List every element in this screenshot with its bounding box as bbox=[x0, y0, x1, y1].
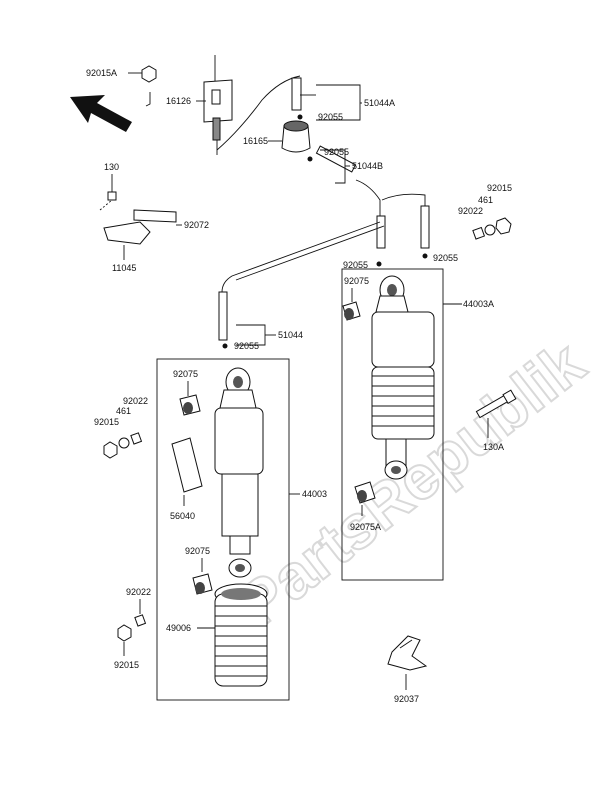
hose-upper bbox=[216, 75, 301, 151]
label-44003a: 44003A bbox=[463, 299, 494, 309]
guard-92037 bbox=[387, 635, 428, 671]
shock-r-top-eye-hole bbox=[387, 284, 397, 296]
front-direction-arrow bbox=[70, 95, 132, 132]
label-16126: 16126 bbox=[166, 96, 191, 106]
boot-49006 bbox=[214, 583, 268, 687]
shock-l-top-eye-hole bbox=[233, 376, 243, 388]
shock-l-lower-body bbox=[221, 473, 259, 537]
label-92055-e: 92055 bbox=[234, 341, 259, 351]
shock-r-bottom-eye-hole bbox=[391, 466, 401, 474]
hose-long bbox=[221, 221, 381, 293]
hose-fitting-left bbox=[376, 215, 386, 249]
reservoir-16165 bbox=[281, 125, 311, 153]
hose-long-2 bbox=[235, 225, 385, 281]
washer-92022-l bbox=[130, 432, 143, 445]
bushing-92075a-hole bbox=[357, 490, 367, 502]
label-461-l: 461 bbox=[116, 406, 131, 416]
label-92015-r: 92015 bbox=[487, 183, 512, 193]
label-92015-b: 92015 bbox=[114, 660, 139, 670]
label-51044b: 51044B bbox=[352, 161, 383, 171]
label-92015a: 92015A bbox=[86, 68, 117, 78]
shock-l-bottom-eye-hole bbox=[235, 564, 245, 572]
bushing-92075-l2-hole bbox=[195, 582, 205, 594]
label-11045: 11045 bbox=[112, 263, 136, 273]
label-92072: 92072 bbox=[184, 220, 209, 230]
label-92022-b: 92022 bbox=[126, 587, 151, 597]
label-461-r: 461 bbox=[478, 195, 493, 205]
nut-92015-l bbox=[103, 441, 118, 459]
nut-92015a bbox=[141, 65, 157, 83]
label-92022-r: 92022 bbox=[458, 206, 483, 216]
reservoir-cap bbox=[283, 120, 309, 132]
label-92022-l: 92022 bbox=[123, 396, 148, 406]
washer-92022-r bbox=[472, 226, 486, 240]
shock-l-rod-end bbox=[229, 535, 251, 555]
label-51044a: 51044A bbox=[364, 98, 395, 108]
bracket-line bbox=[145, 92, 151, 107]
bolt-130 bbox=[107, 191, 117, 201]
hose-51044 bbox=[218, 291, 228, 341]
label-49006: 49006 bbox=[166, 623, 191, 633]
label-92015-l: 92015 bbox=[94, 417, 119, 427]
washer-92055-c bbox=[376, 261, 382, 267]
shock-r-boot bbox=[371, 366, 435, 440]
label-92075-l2: 92075 bbox=[185, 546, 210, 556]
shock-l-upper-body bbox=[214, 407, 264, 475]
label-92055-d: 92055 bbox=[433, 253, 458, 263]
bolt-130a bbox=[475, 389, 517, 419]
bracket-11045 bbox=[103, 221, 151, 245]
label-130: 130 bbox=[104, 162, 119, 172]
label-92075-l: 92075 bbox=[173, 369, 198, 379]
washer-461-l bbox=[118, 437, 130, 449]
label-56040: 56040 bbox=[170, 511, 195, 521]
hose-to-split bbox=[355, 179, 381, 220]
washer-92055-a bbox=[297, 114, 303, 120]
label-16165: 16165 bbox=[243, 136, 268, 146]
shock-r-reservoir-body bbox=[371, 311, 435, 368]
label-51044: 51044 bbox=[278, 330, 303, 340]
decal-56040 bbox=[171, 437, 203, 493]
washer-92055-e bbox=[222, 343, 228, 349]
nut-92015-r bbox=[495, 217, 512, 235]
bushing-92075-r-hole bbox=[344, 308, 354, 320]
washer-92022-b bbox=[134, 614, 147, 627]
washer-92055-b bbox=[307, 156, 313, 162]
shock-r-cap bbox=[375, 295, 409, 313]
bracket-51044b bbox=[320, 149, 346, 184]
hose-branch-right bbox=[381, 193, 426, 210]
hose-51044b bbox=[315, 145, 357, 173]
label-44003: 44003 bbox=[302, 489, 327, 499]
clamp-92072 bbox=[133, 209, 177, 223]
label-92055-a: 92055 bbox=[318, 112, 343, 122]
hose-fitting bbox=[212, 117, 221, 141]
bracket-51044a bbox=[316, 84, 361, 121]
label-92075-r: 92075 bbox=[344, 276, 369, 286]
bolt-130-axis bbox=[99, 199, 113, 211]
nut-92015-b bbox=[117, 624, 132, 642]
label-92075a: 92075A bbox=[350, 522, 381, 532]
shock-l-cap bbox=[219, 389, 257, 409]
fitting-16126 bbox=[211, 89, 221, 105]
frame-44003 bbox=[156, 358, 290, 701]
frame-44003a bbox=[341, 268, 444, 581]
bushing-92075-l-hole bbox=[183, 402, 193, 414]
label-130a: 130A bbox=[483, 442, 504, 452]
label-92037: 92037 bbox=[394, 694, 419, 704]
hose-51044a bbox=[291, 77, 302, 111]
label-92055-b: 92055 bbox=[324, 147, 349, 157]
washer-461-r bbox=[484, 224, 496, 236]
hose-fitting-right bbox=[420, 205, 430, 249]
label-92055-c: 92055 bbox=[343, 260, 368, 270]
washer-92055-d bbox=[422, 253, 428, 259]
